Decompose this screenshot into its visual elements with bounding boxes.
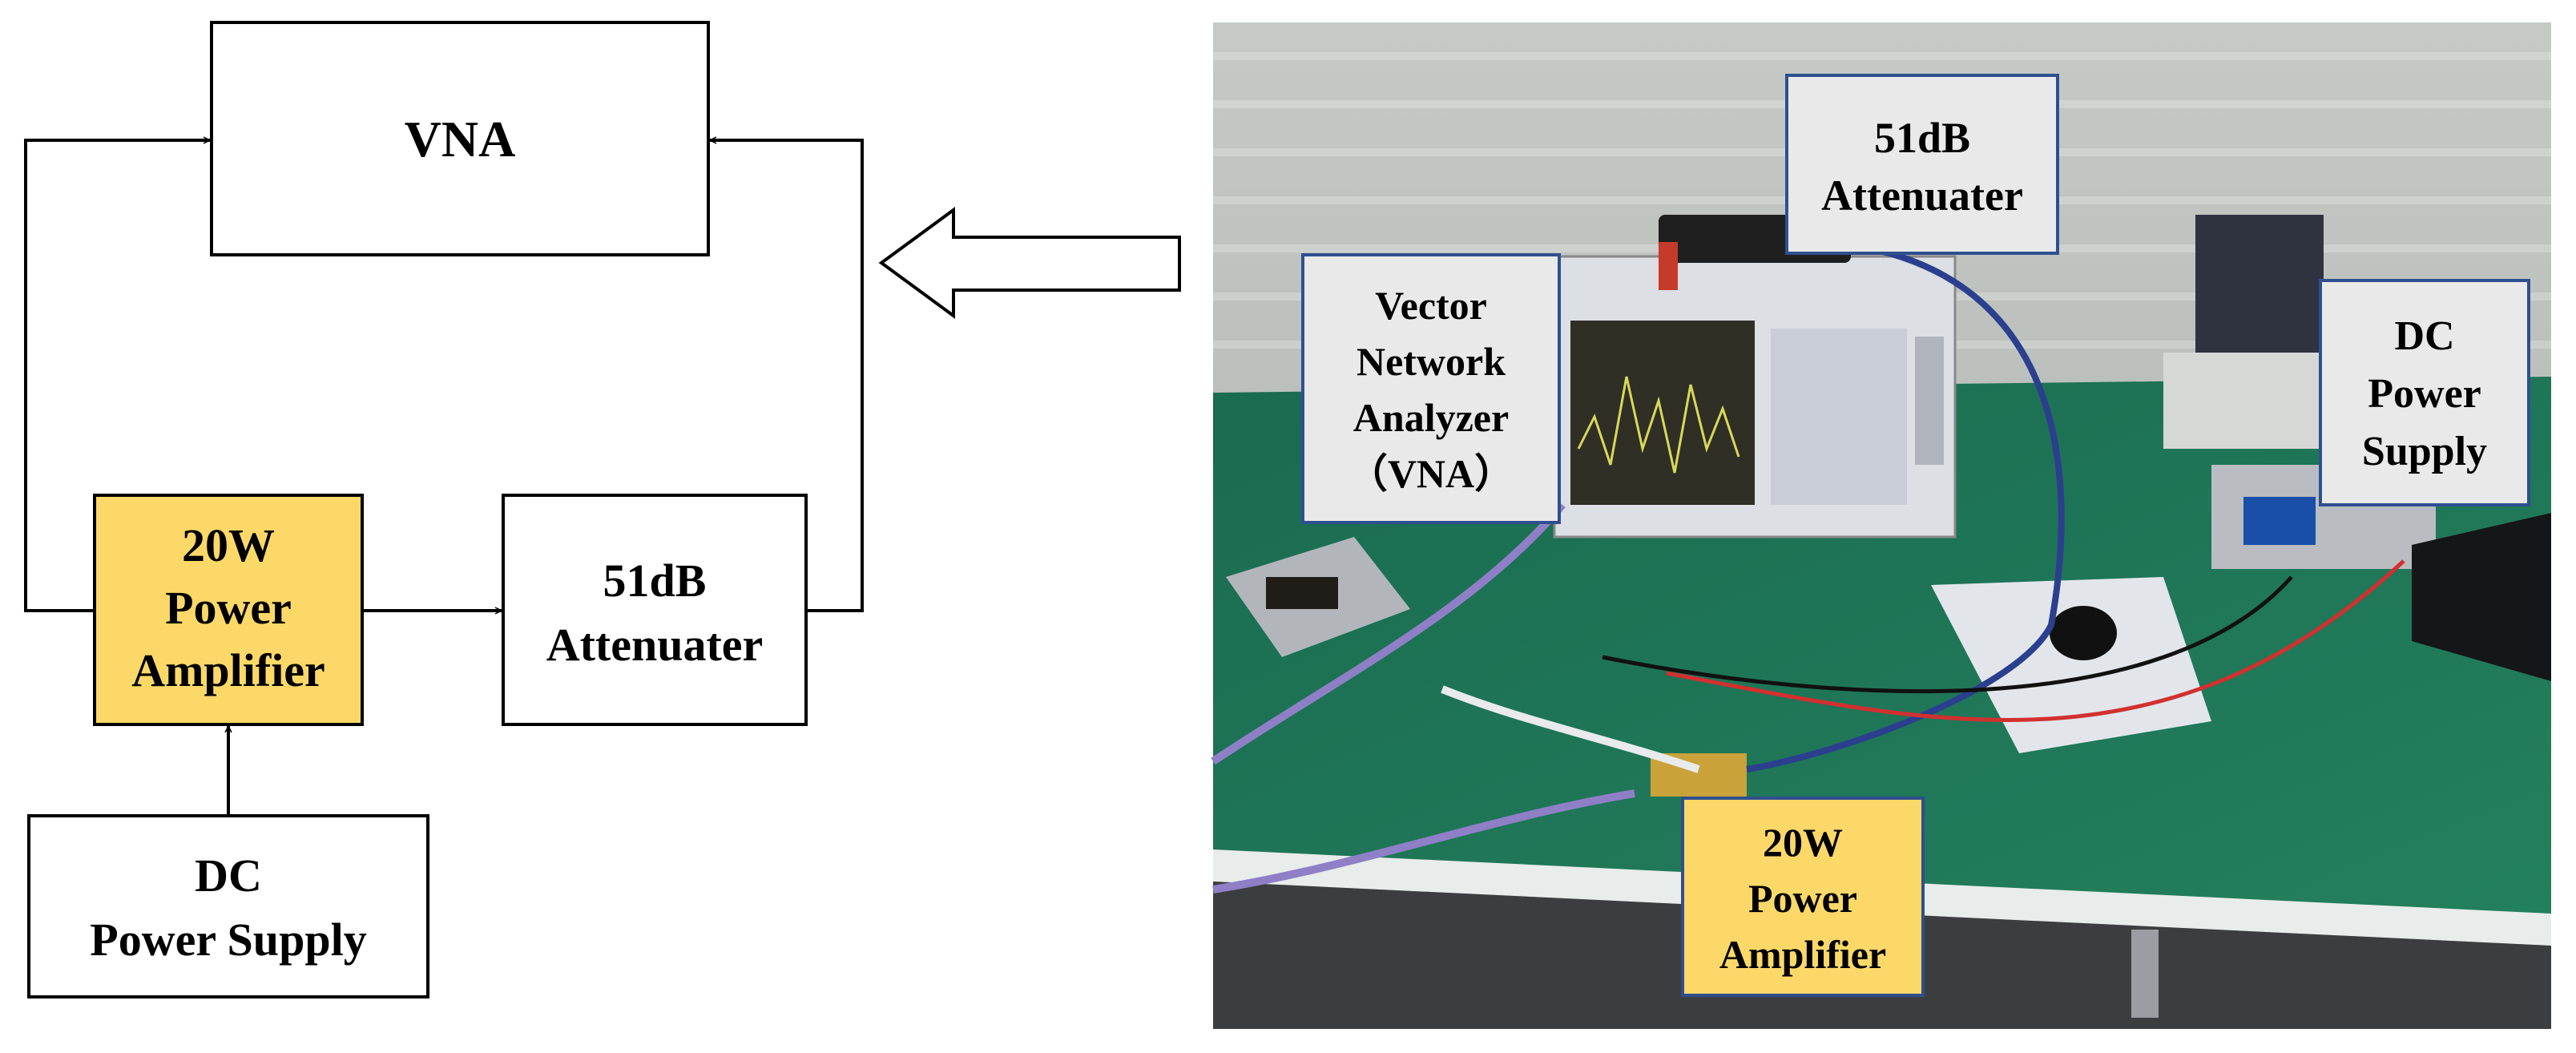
callout-amp-line-3: Amplifier — [1719, 932, 1886, 977]
vna-label: VNA — [405, 111, 516, 167]
attenuator-line-1: 51dB — [603, 555, 707, 607]
callout-power-amplifier: 20W Power Amplifier — [1681, 797, 1925, 997]
callout-attenuator-line-2: Attenuater — [1821, 171, 2023, 220]
block-diagram: VNA 20W Power Amplifier 51dB Attenuater … — [24, 21, 864, 999]
callout-attenuator: 51dB Attenuater — [1785, 74, 2059, 255]
callout-amp-line-2: Power — [1748, 876, 1857, 921]
amp-line-1: 20W — [182, 519, 275, 571]
callout-attenuator-line-1: 51dB — [1874, 114, 1970, 162]
attenuator-line-2: Attenuater — [546, 619, 764, 671]
callout-vna-line-3: Analyzer — [1353, 395, 1509, 440]
callout-dc-line-1: DC — [2394, 313, 2454, 359]
amp-line-2: Power — [165, 582, 292, 634]
vna-instrument — [1553, 255, 1957, 539]
callout-vna-line-1: Vector — [1375, 283, 1487, 328]
vna-block: VNA — [210, 21, 710, 256]
callout-dc-supply: DC Power Supply — [2319, 279, 2530, 506]
callout-dc-line-2: Power — [2368, 371, 2481, 417]
callout-amp-line-1: 20W — [1763, 820, 1843, 865]
attenuator-block: 51dB Attenuater — [502, 494, 808, 726]
callout-vna-line-4: （VNA） — [1348, 451, 1514, 496]
amp-to-vna-line — [24, 140, 210, 612]
dc-supply-block: DC Power Supply — [27, 814, 429, 999]
pointer-arrow-icon — [878, 207, 1181, 319]
dc-line-1: DC — [195, 849, 262, 902]
callout-dc-line-3: Supply — [2362, 429, 2487, 474]
dc-line-2: Power Supply — [90, 914, 366, 966]
callout-vna-line-2: Network — [1357, 339, 1506, 384]
power-amplifier-block: 20W Power Amplifier — [93, 494, 364, 726]
amp-line-3: Amplifier — [131, 644, 325, 696]
callout-vna: Vector Network Analyzer （VNA） — [1301, 253, 1561, 524]
lab-photo: 51dB Attenuater Vector Network Analyzer … — [1211, 22, 2551, 1029]
attenuator-to-vna-line — [710, 140, 864, 612]
